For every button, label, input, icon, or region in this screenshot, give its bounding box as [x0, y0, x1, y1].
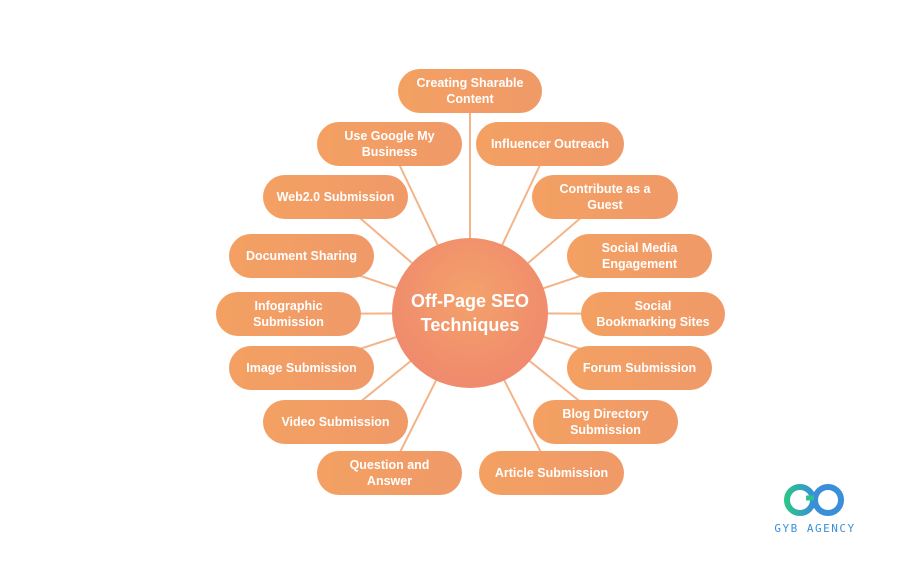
- node-label: Blog Directory Submission: [562, 407, 649, 437]
- node-label: Creating Sharable Content: [416, 76, 524, 106]
- node-influencer-outreach[interactable]: Influencer Outreach: [476, 122, 624, 166]
- node-label: Social Bookmarking Sites: [596, 299, 710, 329]
- center-title: Off-Page SEO Techniques: [410, 291, 530, 335]
- node-blog-directory-submission[interactable]: Blog Directory Submission: [533, 400, 678, 444]
- node-web20-submission[interactable]: Web2.0 Submission: [263, 175, 408, 219]
- brand-logo: GYB AGENCY: [760, 480, 870, 540]
- brand-name: GYB AGENCY: [774, 522, 856, 535]
- node-label: Image Submission: [246, 361, 357, 375]
- node-social-media-engagement[interactable]: Social Media Engagement: [567, 234, 712, 278]
- node-forum-submission[interactable]: Forum Submission: [567, 346, 712, 390]
- node-question-and-answer[interactable]: Question and Answer: [317, 451, 462, 495]
- node-article-submission[interactable]: Article Submission: [479, 451, 624, 495]
- node-label: Document Sharing: [245, 249, 358, 263]
- node-infographic-submission[interactable]: Infographic Submission: [216, 292, 361, 336]
- node-label: Web2.0 Submission: [276, 190, 395, 204]
- node-image-submission[interactable]: Image Submission: [229, 346, 374, 390]
- node-video-submission[interactable]: Video Submission: [263, 400, 408, 444]
- node-label: Social Media Engagement: [601, 241, 678, 271]
- node-social-bookmarking-sites[interactable]: Social Bookmarking Sites: [581, 292, 725, 336]
- node-label: Article Submission: [494, 466, 609, 480]
- node-label: Contribute as a Guest: [559, 182, 651, 212]
- node-label: Influencer Outreach: [490, 137, 610, 151]
- center-hub: Off-Page SEO Techniques: [392, 238, 548, 388]
- infinity-logo-icon: [784, 484, 844, 516]
- node-label: Forum Submission: [582, 361, 697, 375]
- node-label: Video Submission: [281, 415, 390, 429]
- node-label: Use Google My Business: [344, 129, 435, 159]
- node-contribute-as-a-guest[interactable]: Contribute as a Guest: [532, 175, 678, 219]
- node-use-google-my-business[interactable]: Use Google My Business: [317, 122, 462, 166]
- node-document-sharing[interactable]: Document Sharing: [229, 234, 374, 278]
- node-label: Infographic Submission: [253, 299, 324, 329]
- node-creating-sharable-content[interactable]: Creating Sharable Content: [398, 69, 542, 113]
- node-label: Question and Answer: [349, 458, 430, 488]
